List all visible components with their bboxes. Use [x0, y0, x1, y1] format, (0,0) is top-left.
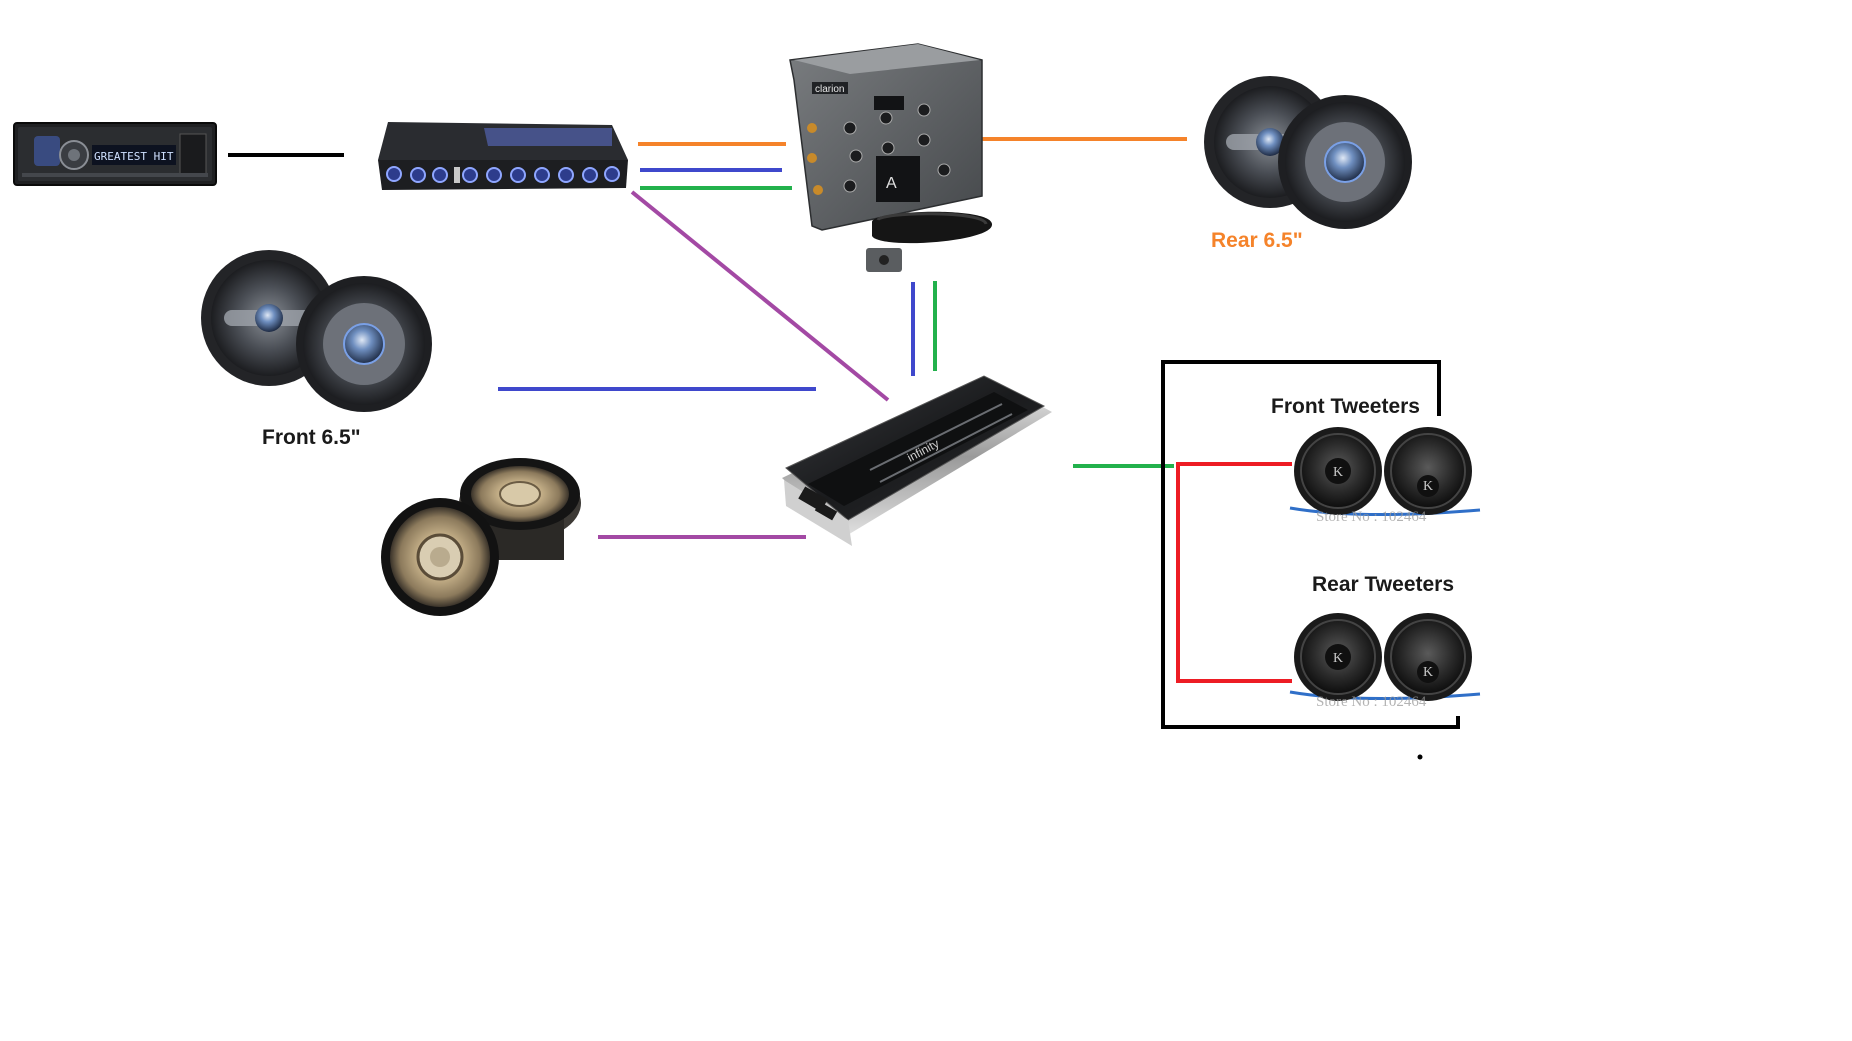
head-unit: GREATEST HIT: [13, 122, 217, 186]
amplifier: infinity: [782, 375, 1052, 546]
subwoofers: [381, 458, 581, 616]
rear-tweeters-watermark: Store No : 102464: [1316, 694, 1427, 710]
rear-speakers-label: Rear 6.5": [1211, 229, 1303, 252]
rear-tweeters: K K Store No : 102464: [1289, 613, 1481, 710]
crossover: clarion A: [789, 43, 993, 272]
wires: [228, 137, 1460, 760]
front-tweeters-watermark: Store No : 102464: [1316, 509, 1427, 525]
front-tweeters-label: Front Tweeters: [1271, 395, 1420, 418]
svg-text:K: K: [1423, 665, 1433, 680]
head-unit-display: GREATEST HIT: [94, 150, 174, 163]
front-speakers: [201, 250, 432, 412]
svg-text:K: K: [1333, 651, 1343, 666]
svg-text:K: K: [1423, 479, 1433, 494]
eq-to-amp-purple-wire: [630, 190, 890, 402]
rear-speakers: [1204, 76, 1412, 229]
front-tweeters: K K Store No : 102464: [1289, 427, 1481, 525]
svg-text:K: K: [1333, 465, 1343, 480]
rear-tweeters-label: Rear Tweeters: [1312, 573, 1454, 596]
tweeter-red-wire: [1176, 462, 1292, 683]
svg-text:A: A: [886, 175, 897, 192]
tweeter-black-wire: [1161, 360, 1460, 729]
stray-dot: [1417, 754, 1423, 760]
equalizer: [378, 122, 628, 190]
front-speakers-label: Front 6.5": [262, 426, 361, 449]
crossover-brand: clarion: [815, 84, 844, 95]
